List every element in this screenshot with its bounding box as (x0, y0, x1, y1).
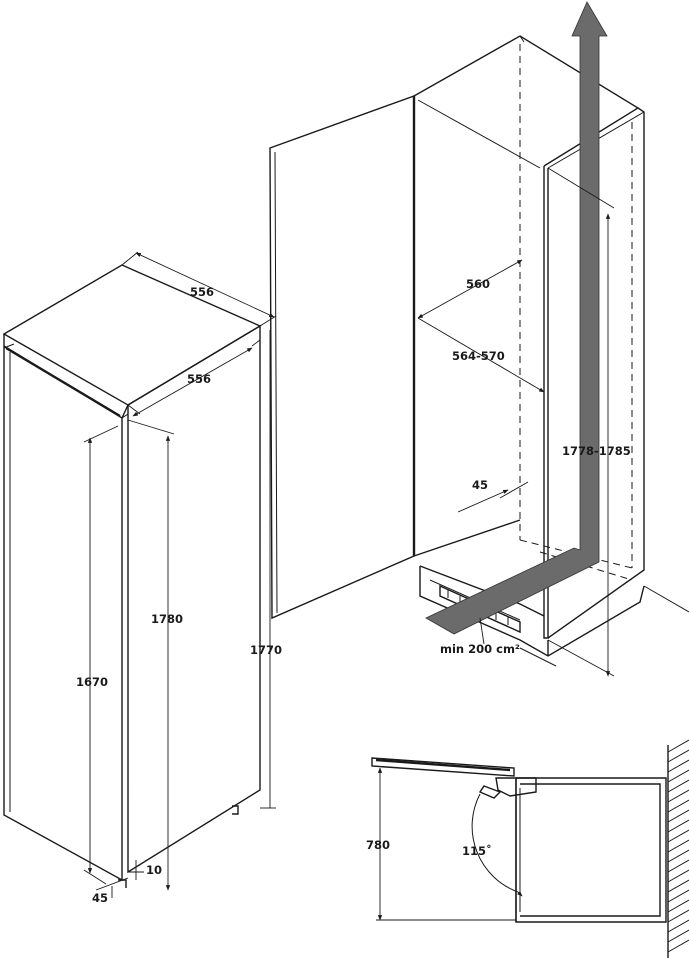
airflow-arrow (425, 1, 608, 635)
label-gap-side: 45 (92, 891, 108, 905)
appliance-left-view (2, 264, 262, 888)
label-depth-556: 556 (190, 285, 214, 299)
label-niche-width: 564-570 (452, 349, 505, 363)
label-width-556: 556 (187, 372, 211, 386)
door-swing-view (371, 739, 689, 958)
niche-dimensions (417, 167, 615, 677)
label-door-depth: 780 (366, 838, 390, 852)
label-vent-area: min 200 cm² (440, 642, 520, 656)
label-door-angle: 115˚ (462, 843, 492, 858)
niche-view (269, 35, 689, 667)
label-inner-height: 1670 (76, 675, 108, 689)
label-door-height: 1780 (151, 612, 183, 626)
label-gap-small: 10 (146, 863, 162, 877)
label-total-height: 1770 (250, 643, 282, 657)
wall-hatch (667, 739, 689, 953)
label-niche-height: 1778-1785 (562, 444, 631, 458)
left-dimensions (83, 251, 277, 898)
label-niche-depth: 560 (466, 277, 490, 291)
door-dimensions (376, 767, 516, 921)
label-niche-offset: 45 (472, 478, 488, 492)
